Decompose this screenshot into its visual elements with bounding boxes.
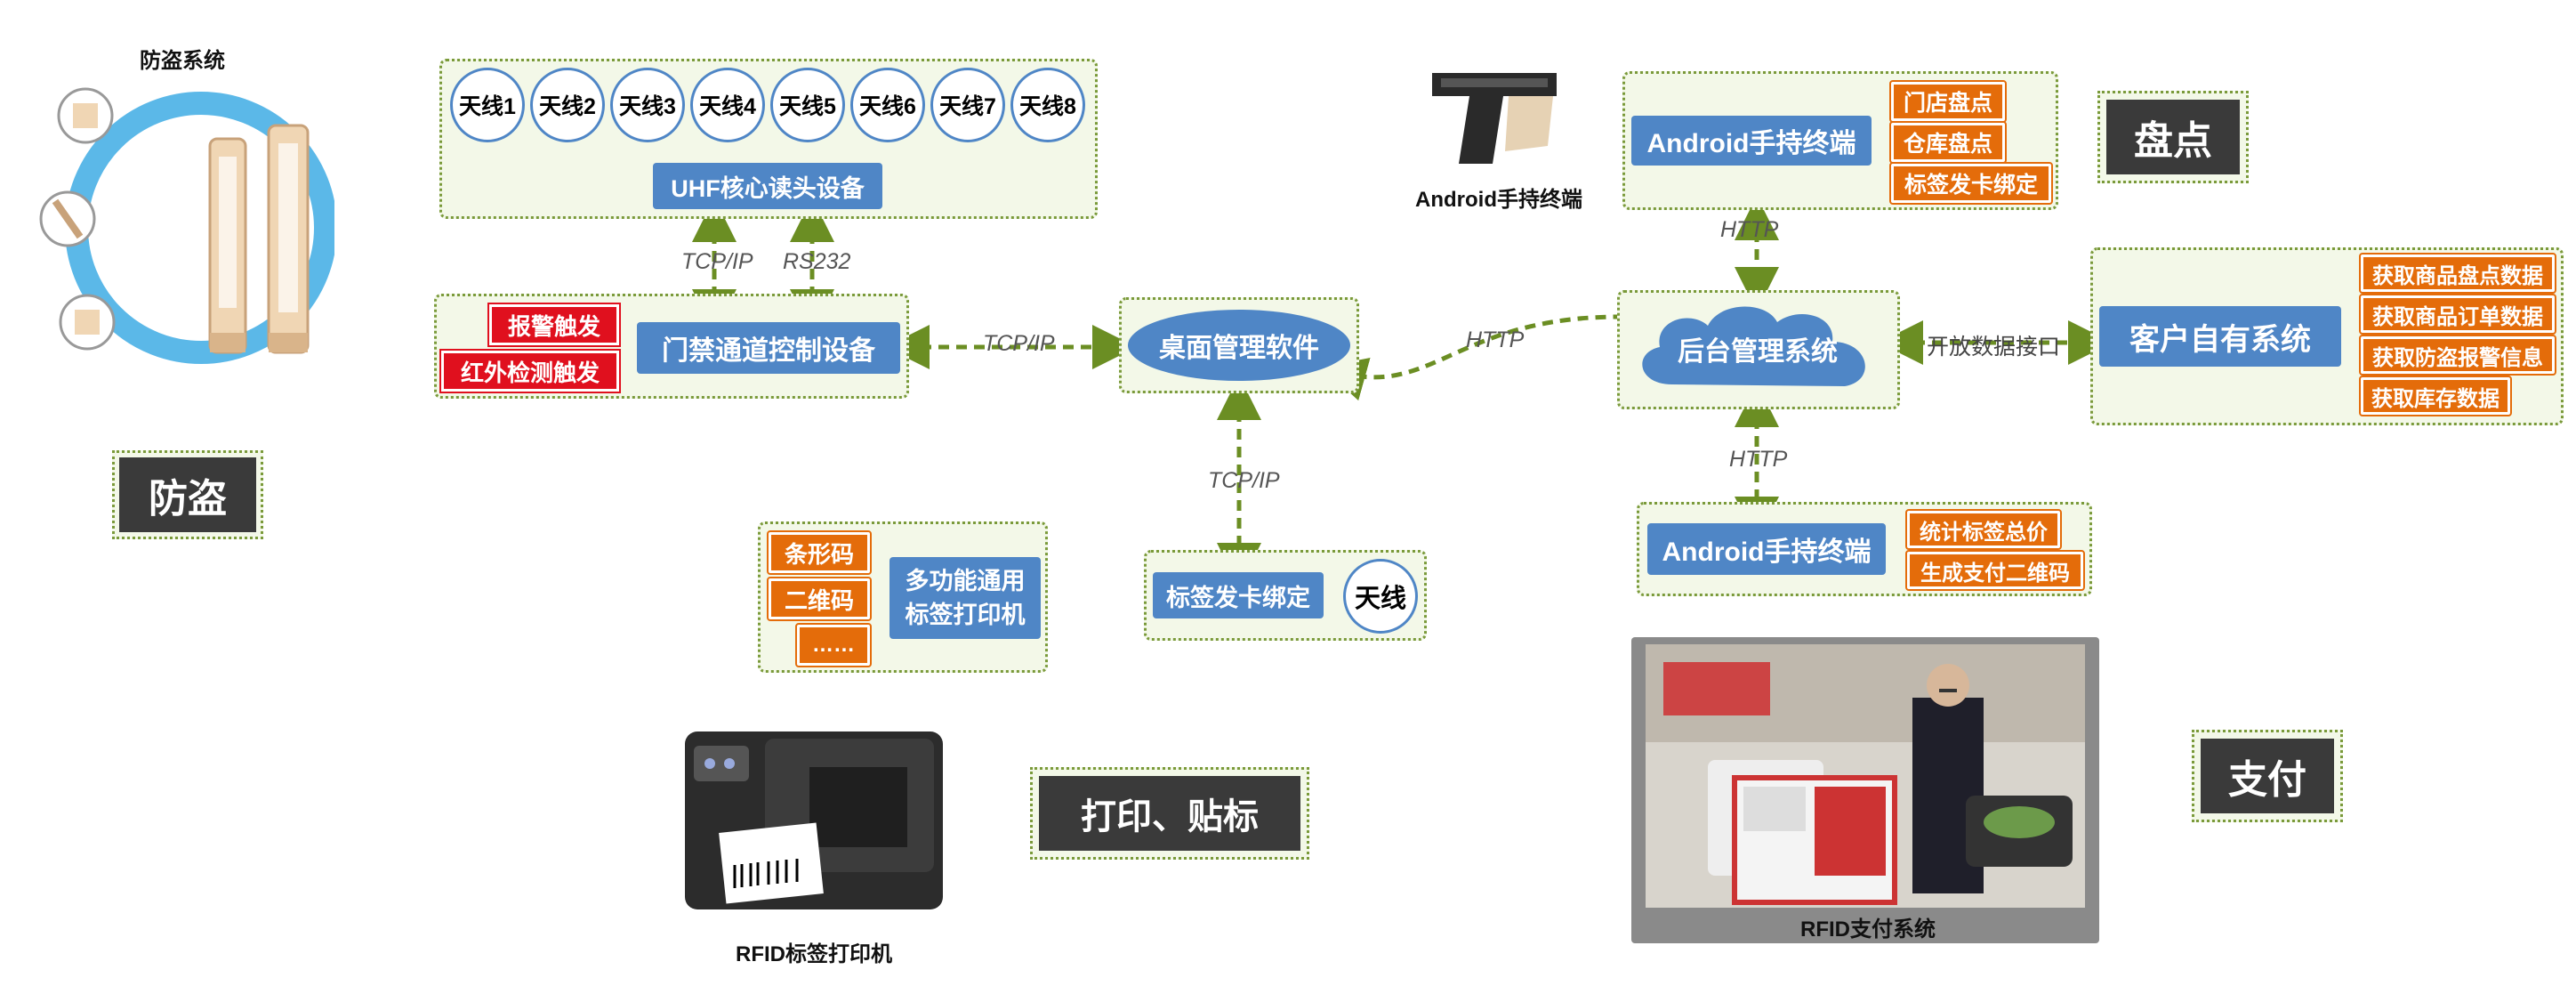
link-label-http-desktop: HTTP (1466, 327, 1525, 352)
antitheft-gate-illustration (39, 87, 334, 364)
link-label-tcpip-reader: TCP/IP (681, 249, 753, 274)
handheld-top: Android手持终端 (1631, 116, 1872, 166)
infrared-trigger: 红外检测触发 (439, 349, 621, 393)
antenna-3: 天线3 (610, 68, 685, 142)
tag-binding-antenna: 天线 (1343, 559, 1418, 634)
handheld-caption: Android手持终端 (1415, 188, 1582, 212)
total-price-item: 统计标签总价 (1905, 509, 2062, 550)
antitheft-label: 防盗 (119, 457, 256, 532)
antitheft-caption: 防盗系统 (140, 49, 225, 73)
desktop-software: 桌面管理软件 (1128, 310, 1350, 381)
payment-qr-item: 生成支付二维码 (1905, 550, 2085, 591)
printer-caption: RFID标签打印机 (736, 942, 892, 966)
payment-photo (1646, 644, 2085, 908)
tag-issue-binding-item: 标签发卡绑定 (1889, 162, 2053, 205)
link-label-tcpip-desktop: TCP/IP (1208, 468, 1280, 493)
backend-cloud-shape (1642, 306, 1865, 386)
tag-binding: 标签发卡绑定 (1153, 572, 1324, 618)
link-label-tcpip-gate: TCP/IP (983, 331, 1055, 356)
desktop-backend-link (1321, 294, 1681, 401)
link-label-open-api: 开放数据接口 (1927, 335, 2061, 360)
gate-controller: 门禁通道控制设备 (637, 322, 900, 374)
payment-label: 支付 (2201, 739, 2334, 813)
get-order-data-item: 获取商品订单数据 (2359, 294, 2556, 335)
barcode-item: 条形码 (767, 530, 872, 575)
link-label-http-bottom: HTTP (1729, 447, 1788, 472)
customer-system: 客户自有系统 (2099, 306, 2341, 367)
antenna-5: 天线5 (770, 68, 845, 142)
qrcode-item: 二维码 (767, 577, 872, 621)
antenna-7: 天线7 (930, 68, 1005, 142)
warehouse-inventory-item: 仓库盘点 (1889, 121, 2007, 164)
handheld-bottom: Android手持终端 (1647, 523, 1886, 575)
uhf-reader: UHF核心读头设备 (653, 163, 882, 209)
antenna-4: 天线4 (690, 68, 765, 142)
payment-caption: RFID支付系统 (1800, 917, 1936, 942)
rfid-printer-illustration (685, 731, 943, 909)
get-alarm-info-item: 获取防盗报警信息 (2359, 335, 2556, 376)
antenna-8: 天线8 (1010, 68, 1085, 142)
more-item: …… (795, 623, 872, 667)
antenna-6: 天线6 (850, 68, 925, 142)
backend-system: 后台管理系统 (1678, 337, 1838, 367)
link-label-http-top: HTTP (1720, 217, 1779, 242)
multi-function-printer: 多功能通用 标签打印机 (890, 557, 1041, 639)
print-label: 打印、贴标 (1039, 776, 1300, 851)
link-label-rs232: RS232 (783, 249, 851, 274)
get-stock-data-item: 获取库存数据 (2359, 376, 2512, 416)
get-inventory-data-item: 获取商品盘点数据 (2359, 253, 2556, 294)
store-inventory-item: 门店盘点 (1889, 80, 2007, 123)
antenna-1: 天线1 (450, 68, 525, 142)
alarm-trigger: 报警触发 (487, 303, 621, 347)
inventory-label: 盘点 (2106, 100, 2240, 174)
android-handheld-illustration (1432, 73, 1557, 164)
antenna-2: 天线2 (530, 68, 605, 142)
